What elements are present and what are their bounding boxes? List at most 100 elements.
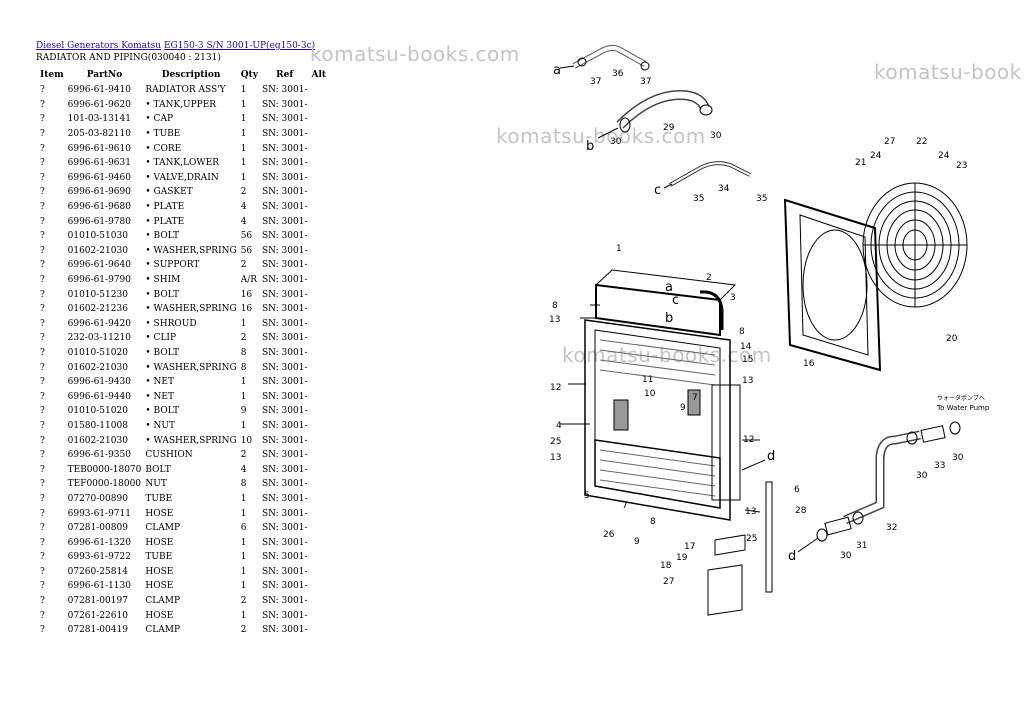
cell-alt: [310, 521, 329, 536]
cell-alt: [310, 492, 329, 507]
cell-ref: SN: 3001-: [261, 406, 308, 417]
section-title: RADIATOR AND PIPING(030040 : 2131): [36, 53, 221, 63]
callout-13c: 13: [550, 453, 561, 463]
cell-partno: 01010-51030: [67, 231, 128, 242]
cell-alt: [310, 83, 329, 98]
callout-19: 19: [676, 553, 688, 563]
hose-29-inner: [617, 91, 709, 128]
cell-qty: 56: [240, 245, 253, 256]
cell-qty: 1: [240, 537, 247, 548]
cell-qty: 1: [240, 143, 247, 154]
callout-8c: 8: [650, 517, 656, 527]
callout-3: 3: [730, 293, 736, 303]
breadcrumb-link-diesel-generators[interactable]: Diesel Generators Komatsu: [36, 41, 162, 51]
cell-partno: TEF0000-18000: [67, 479, 142, 490]
cell-alt: [310, 229, 329, 244]
cell-description: BOLT: [145, 464, 171, 475]
leader-d: [797, 537, 819, 553]
cell-description: • CLIP: [145, 333, 177, 344]
cell-qty: 1: [240, 581, 247, 592]
callout-10: 10: [644, 389, 656, 399]
cell-qty: 1: [240, 610, 247, 621]
cell-qty: 1: [240, 158, 247, 169]
cell-ref: SN: 3001-: [261, 537, 308, 548]
parts-list-panel: Diesel Generators Komatsu EG150-3 S/N 30…: [36, 40, 326, 638]
callout-4: 4: [556, 421, 562, 431]
cell-description: HOSE: [145, 537, 174, 548]
cell-item: ?: [40, 435, 45, 446]
cell-partno: 232-03-11210: [67, 333, 131, 344]
cell-description: • BOLT: [145, 289, 179, 300]
cell-item: ?: [40, 391, 45, 402]
cell-ref: SN: 3001-: [261, 275, 308, 286]
callout-35: 35: [693, 194, 704, 204]
header-item: Item: [40, 69, 64, 80]
cell-description: HOSE: [145, 508, 174, 519]
cell-item: ?: [40, 625, 45, 636]
cell-item: ?: [40, 566, 45, 577]
cell-description: RADIATOR ASS'Y: [145, 85, 226, 96]
cell-qty: 4: [240, 464, 247, 475]
cell-item: ?: [40, 158, 45, 169]
cell-partno: 6993-61-9711: [67, 508, 131, 519]
cell-partno: TEB0000-18070: [67, 464, 142, 475]
callout-9: 9: [680, 403, 686, 413]
cell-ref: SN: 3001-: [261, 625, 308, 636]
water-pump-label-jp: ウォータポンプへ: [937, 394, 985, 402]
cell-alt: [310, 506, 329, 521]
cell-ref: SN: 3001-: [261, 566, 308, 577]
callout-13b: 13: [742, 376, 753, 386]
callout-27: 27: [884, 137, 895, 147]
callout-37: 37: [590, 77, 601, 87]
cell-description: CLAMP: [145, 625, 181, 636]
cell-qty: 16: [240, 304, 253, 315]
cell-item: ?: [40, 318, 45, 329]
cell-description: • WASHER,SPRING: [145, 362, 237, 373]
clamp-37: [577, 57, 587, 67]
cell-alt: [310, 535, 329, 550]
breadcrumb-link-model[interactable]: EG150-3 S/N 3001-UP(eg150-3c): [163, 41, 316, 51]
parts-table: Item PartNo Description Qty Ref Alt ?699…: [36, 66, 328, 638]
cell-ref: SN: 3001-: [261, 523, 308, 534]
cell-description: NUT: [145, 479, 167, 490]
letter-c2: c: [672, 293, 679, 308]
cell-description: • NET: [145, 377, 175, 388]
cell-qty: 8: [240, 479, 247, 490]
cell-ref: SN: 3001-: [261, 99, 308, 110]
callout-8: 8: [552, 301, 558, 311]
cell-ref: SN: 3001-: [261, 362, 308, 373]
cell-partno: 6996-61-9440: [67, 391, 131, 402]
cell-item: ?: [40, 245, 45, 256]
hose-36-inner: [573, 45, 646, 68]
cell-partno: 6993-61-9722: [67, 552, 131, 563]
cell-ref: SN: 3001-: [261, 143, 308, 154]
cell-qty: 1: [240, 129, 247, 140]
cell-alt: [310, 287, 329, 302]
callout-22: 22: [916, 137, 927, 147]
cell-alt: [310, 389, 329, 404]
cell-ref: SN: 3001-: [261, 493, 308, 504]
cell-description: • TUBE: [145, 129, 181, 140]
callout-20: 20: [946, 334, 958, 344]
letter-d: d: [767, 449, 775, 464]
cell-alt: [310, 185, 329, 200]
callout-2: 2: [706, 273, 712, 283]
cell-item: ?: [40, 275, 45, 286]
callout-24: 24: [870, 151, 882, 161]
hose-33: [920, 425, 946, 443]
cell-item: ?: [40, 202, 45, 213]
cell-alt: [310, 156, 329, 171]
cell-partno: 205-03-82110: [67, 129, 131, 140]
